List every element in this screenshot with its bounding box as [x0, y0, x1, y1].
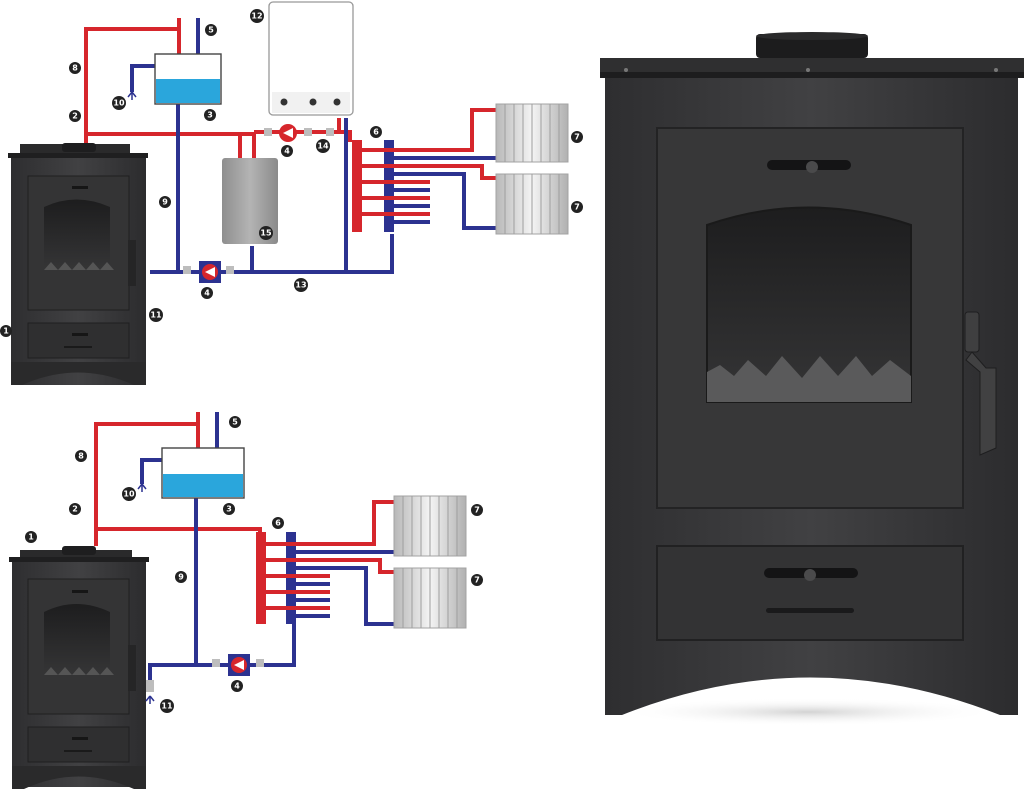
callout-1: 1 [0, 325, 12, 337]
callout-9: 9 [175, 571, 187, 583]
callout-11: 11 [149, 308, 163, 322]
callout-label: 7 [474, 506, 480, 515]
hot-water-tank-icon [222, 158, 278, 244]
return-pipe [150, 104, 180, 274]
hot-supply-pipe [96, 527, 262, 540]
callout-4: 4 [201, 287, 213, 299]
fill-pipe [130, 64, 155, 92]
callout-label: 9 [162, 198, 168, 207]
callout-label: 14 [317, 142, 329, 151]
callout-label: 15 [260, 229, 272, 238]
callout-2: 2 [69, 110, 81, 122]
callout-9: 9 [159, 196, 171, 208]
callout-label: 4 [234, 682, 240, 691]
stove-icon [8, 143, 148, 385]
pump-icon [279, 124, 297, 142]
radiator-icon [495, 103, 569, 163]
callout-label: 5 [208, 26, 214, 35]
callout-label: 8 [78, 452, 84, 461]
callout-7: 7 [471, 504, 483, 516]
callout-label: 8 [72, 64, 78, 73]
callout-label: 9 [178, 573, 184, 582]
callout-4: 4 [281, 145, 293, 157]
stove-icon [9, 546, 149, 789]
callout-14: 14 [316, 139, 330, 153]
callout-label: 1 [3, 327, 9, 336]
callout-5: 5 [229, 416, 241, 428]
callout-6: 6 [272, 517, 284, 529]
callout-label: 1 [28, 533, 34, 542]
hot-supply-pipe [86, 132, 254, 158]
callout-label: 3 [226, 505, 232, 514]
callout-3: 3 [223, 503, 235, 515]
callout-label: 12 [251, 12, 262, 21]
drain-valve-icon [137, 483, 147, 492]
callout-label: 6 [275, 519, 281, 528]
callout-label: 6 [373, 128, 379, 137]
callout-label: 4 [284, 147, 290, 156]
callout-15: 15 [259, 226, 273, 240]
radiator-icon [495, 173, 569, 235]
manifold-icon [256, 532, 330, 624]
callout-2: 2 [69, 503, 81, 515]
callout-1: 1 [25, 531, 37, 543]
expansion-tank-icon [154, 53, 222, 105]
callout-label: 7 [574, 133, 580, 142]
callout-12: 12 [250, 9, 264, 23]
callout-label: 10 [113, 99, 125, 108]
callout-label: 7 [574, 203, 580, 212]
callout-label: 11 [150, 311, 162, 320]
radiator-supply-pipe [330, 500, 394, 546]
callout-4: 4 [231, 680, 243, 692]
drain-valve-icon [145, 680, 155, 704]
callout-label: 13 [295, 281, 306, 290]
callout-label: 2 [72, 505, 78, 514]
callout-7: 7 [571, 131, 583, 143]
pump-icon [212, 654, 264, 676]
callout-label: 11 [161, 702, 173, 711]
diagram-top: 1 2 3 4 4 5 6 7 7 8 9 10 11 12 13 14 15 [0, 1, 583, 385]
callout-10: 10 [122, 487, 136, 501]
pump-icon [183, 261, 234, 283]
radiator-supply-pipe [430, 108, 496, 152]
expansion-tank-icon [161, 447, 245, 499]
callout-3: 3 [204, 109, 216, 121]
callout-13: 13 [294, 278, 308, 292]
callout-7: 7 [471, 574, 483, 586]
manifold-icon [352, 140, 430, 232]
callout-label: 4 [204, 289, 210, 298]
callout-8: 8 [75, 450, 87, 462]
callout-6: 6 [370, 126, 382, 138]
callout-7: 7 [571, 201, 583, 213]
gas-boiler-icon [268, 1, 354, 116]
callout-11: 11 [160, 699, 174, 713]
callout-label: 10 [123, 490, 135, 499]
drain-valve-icon [127, 91, 137, 100]
fill-pipe [140, 458, 162, 484]
callout-label: 3 [207, 111, 213, 120]
stove-photo [600, 32, 1024, 726]
radiator-icon [393, 567, 467, 629]
callout-8: 8 [69, 62, 81, 74]
callout-5: 5 [205, 24, 217, 36]
radiator-icon [393, 495, 467, 557]
callout-label: 7 [474, 576, 480, 585]
return-pipe [148, 498, 198, 680]
callout-label: 2 [72, 112, 78, 121]
callout-label: 5 [232, 418, 238, 427]
valve-icon [264, 128, 334, 136]
diagram-bottom: 1 2 3 4 5 6 7 7 8 9 10 11 [9, 412, 483, 789]
callout-10: 10 [112, 96, 126, 110]
